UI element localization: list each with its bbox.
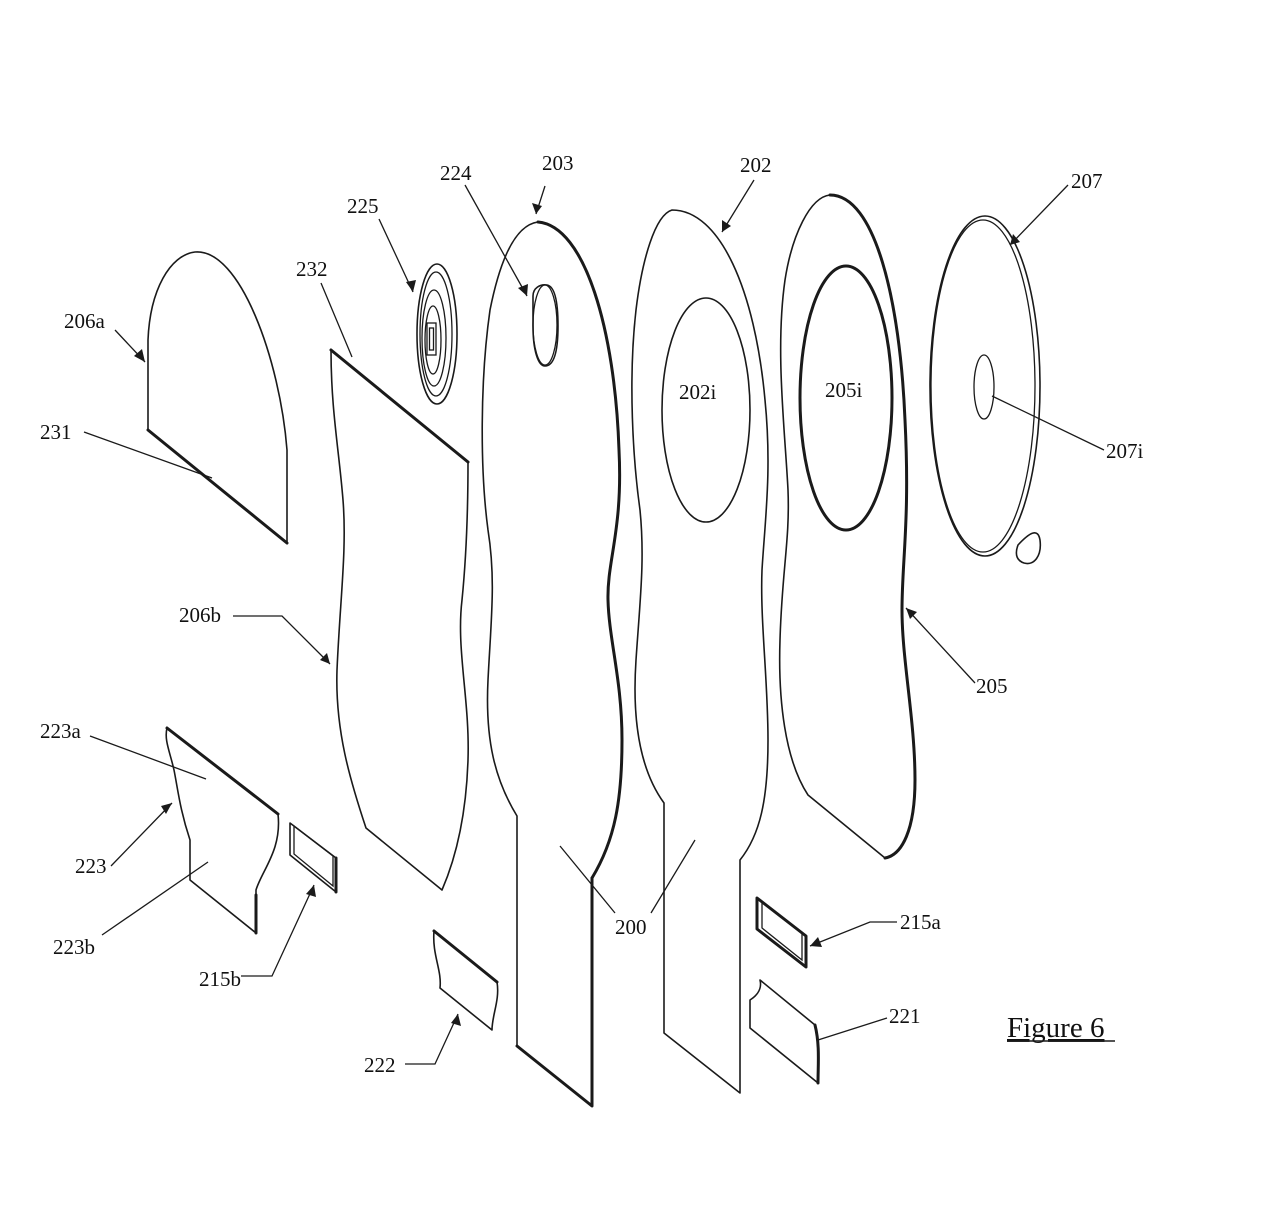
- part-224-button: [532, 284, 559, 367]
- label-231: 231: [40, 420, 72, 444]
- figure-title: Figure 6: [1007, 1012, 1104, 1044]
- part-202-middle-panel: [631, 209, 769, 1094]
- part-215b-pad: [289, 822, 338, 894]
- label-215b: 215b: [199, 967, 241, 991]
- label-232: 232: [296, 257, 328, 281]
- label-202: 202: [740, 153, 772, 177]
- part-215a-pad: [755, 896, 808, 969]
- part-207-disc: [929, 215, 1042, 565]
- label-225: 225: [347, 194, 379, 218]
- label-207i: 207i: [1106, 439, 1144, 463]
- part-223-curved-panel: [165, 726, 280, 935]
- reference-labels: 203 224 202 207 225 232 206a 231 202i 20…: [40, 151, 1144, 1077]
- label-215a: 215a: [900, 910, 942, 934]
- label-223b: 223b: [53, 935, 95, 959]
- part-222-strip: [432, 929, 499, 1031]
- label-221: 221: [889, 1004, 921, 1028]
- label-206b: 206b: [179, 603, 221, 627]
- label-223: 223: [75, 854, 107, 878]
- label-222: 222: [364, 1053, 396, 1077]
- label-205: 205: [976, 674, 1008, 698]
- leader-lines: [83, 179, 1105, 1065]
- part-206b-sheet: [329, 348, 470, 891]
- part-225-valve: [416, 263, 458, 405]
- part-221-strip: [749, 979, 820, 1085]
- label-207: 207: [1071, 169, 1103, 193]
- label-206a: 206a: [64, 309, 106, 333]
- part-205-rear-panel: [778, 193, 917, 860]
- label-200: 200: [615, 915, 647, 939]
- part-203-front-panel: [481, 220, 624, 1108]
- label-202i: 202i: [679, 380, 717, 404]
- label-205i: 205i: [825, 378, 863, 402]
- arrowheads: [134, 203, 1020, 1026]
- part-206a-flap: [146, 251, 289, 545]
- label-224: 224: [440, 161, 472, 185]
- label-223a: 223a: [40, 719, 82, 743]
- label-203: 203: [542, 151, 574, 175]
